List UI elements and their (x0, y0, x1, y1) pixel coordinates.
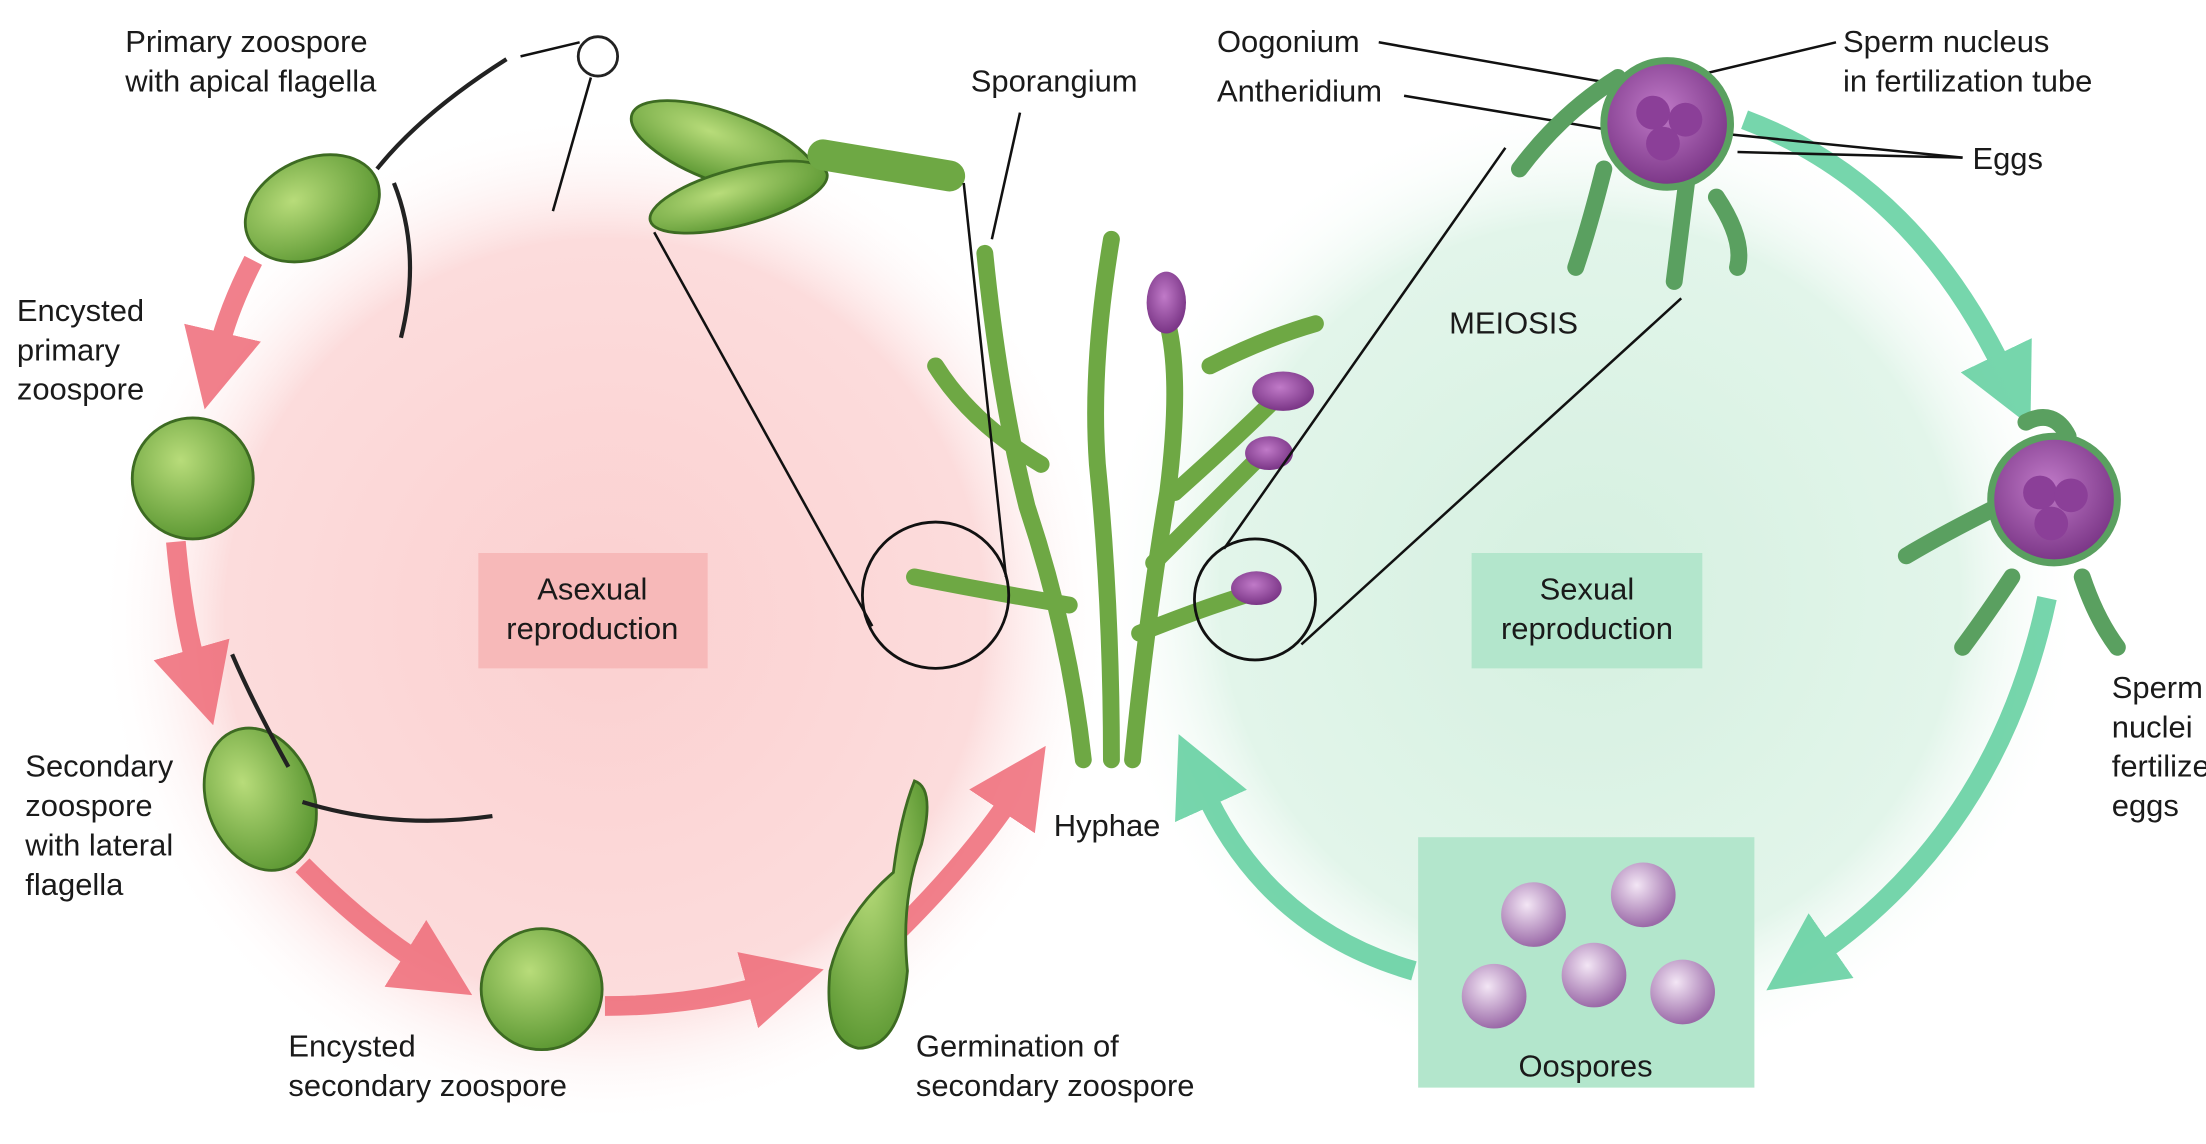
germinating-zoospore (827, 779, 929, 1050)
fertilized-oogonium (1897, 409, 2126, 656)
arrow-to-fertilization (1741, 110, 2032, 427)
asexual-label-line: Asexual (537, 571, 647, 606)
eggs-label: Eggs (1972, 141, 2043, 176)
arrow-to-hyphae-sexual (1175, 734, 1417, 981)
arrow-to-encysted-primary (184, 255, 262, 410)
oogonium-with-eggs (1510, 57, 1748, 290)
asexual-reproduction-box (478, 553, 708, 669)
hyphae-label: Hyphae (1054, 808, 1161, 843)
sexual-arrows (1175, 110, 2057, 991)
sexual-label-line: reproduction (1501, 611, 1673, 646)
encysted-secondary-zoospore (479, 927, 604, 1052)
oospores-label: Oospores (1518, 1048, 1652, 1083)
sperm-nuclei-label: fertilize (2112, 749, 2206, 784)
zoom-circle-oogonium (1193, 537, 1317, 662)
oogonium-label: Oogonium (1217, 24, 1360, 59)
oospore (1561, 942, 1627, 1008)
oospore (1501, 882, 1566, 947)
sexual-reproduction-box (1471, 553, 1703, 669)
encysted-primary-label: Encysted (17, 293, 144, 328)
secondary-zoospore (202, 653, 493, 872)
oospore (1461, 963, 1527, 1029)
sperm-nucleus-label: in fertilization tube (1843, 64, 2092, 99)
secondary-zoospore-label: Secondary (25, 749, 173, 784)
encysted-secondary-label: secondary zoospore (288, 1068, 567, 1103)
antheridium-label: Antheridium (1217, 73, 1382, 108)
meiosis-label: MEIOSIS (1449, 306, 1578, 341)
primary-zoospore (243, 57, 508, 339)
asexual-arrows (153, 255, 1046, 1029)
sperm-nuclei-label: eggs (2112, 788, 2179, 823)
callout-lines (520, 41, 1963, 646)
primary-zoospore-label: Primary zoospore (125, 24, 367, 59)
primary-zoospore-label: with apical flagella (124, 64, 377, 99)
encysted-primary-label: zoospore (17, 372, 144, 407)
sporangium-label: Sporangium (971, 64, 1138, 99)
sexual-label-line: Sexual (1540, 571, 1635, 606)
zoom-circle-sporangium (861, 520, 1011, 670)
oospores-panel: Oospores (1418, 837, 1755, 1088)
sperm-nucleus-label: Sperm nucleus (1843, 24, 2049, 59)
arrow-to-secondary (153, 540, 230, 726)
encysted-primary-zoospore (130, 416, 255, 541)
secondary-zoospore-label: with lateral (24, 827, 173, 862)
secondary-zoospore-label: zoospore (25, 788, 152, 823)
oogonia-buds (1146, 271, 1315, 606)
sporangium-releasing (576, 35, 966, 235)
secondary-zoospore-label: flagella (25, 867, 124, 902)
germination-label: Germination of (916, 1029, 1119, 1064)
arrow-to-germination (604, 952, 824, 1029)
sperm-nuclei-label: Sperm (2112, 670, 2203, 705)
oospore (1610, 862, 1676, 928)
arrow-to-hyphae (893, 745, 1046, 936)
arrow-to-oospores (1766, 595, 2057, 991)
sperm-nuclei-label: nuclei (2112, 709, 2193, 744)
asexual-label-line: reproduction (506, 611, 678, 646)
germination-label: secondary zoospore (916, 1068, 1195, 1103)
encysted-secondary-label: Encysted (288, 1029, 415, 1064)
arrow-to-encysted-secondary (295, 858, 473, 996)
oospore (1650, 959, 1715, 1025)
encysted-primary-label: primary (17, 332, 121, 367)
